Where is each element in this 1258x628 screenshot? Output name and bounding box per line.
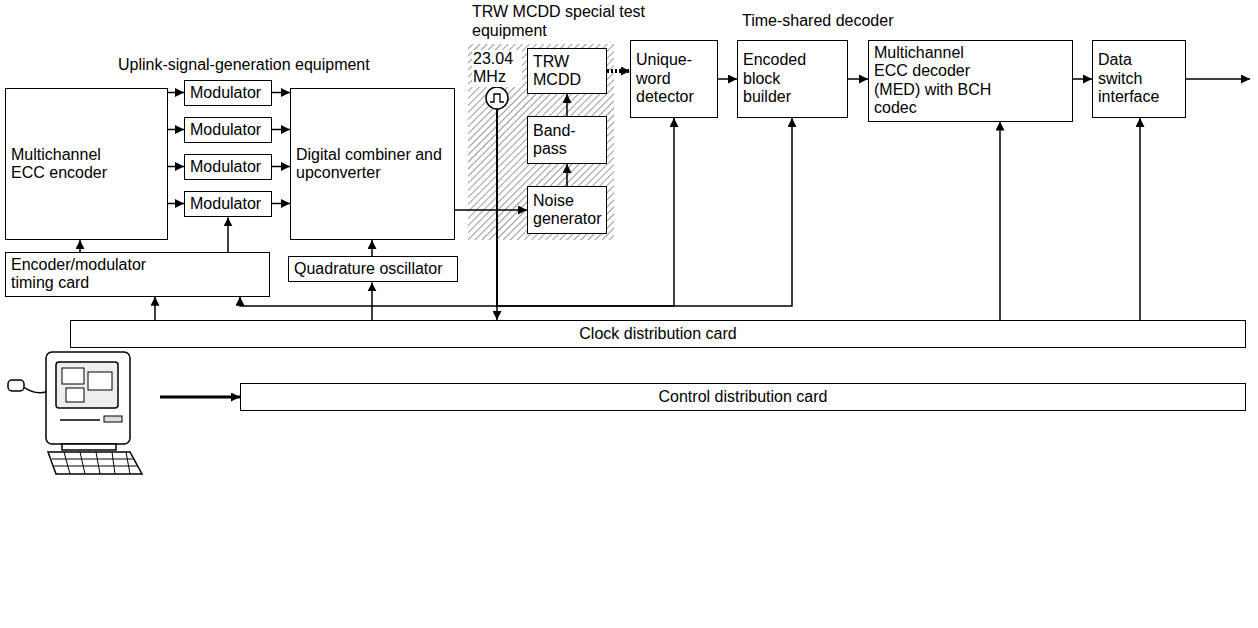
box-label: Encoded block builder [743,51,818,106]
process-box: Modulator [184,191,272,217]
process-box: Modulator [184,154,272,180]
signal-arrow [566,94,568,116]
signal-arrow [718,78,737,80]
process-box: Modulator [184,117,272,143]
box-label: Band-pass [533,122,601,159]
signal-arrow [848,78,868,80]
control-arrow [160,396,240,399]
box-label: Quadrature oscillator [294,260,443,278]
signal-arrow [371,240,373,256]
box-label: Clock distribution card [579,325,736,343]
signal-arrow [272,92,290,94]
signal-arrow [497,108,792,306]
box-label: Multichannel ECC encoder [11,146,121,183]
process-box: Encoder/modulator timing card [5,252,270,297]
signal-arrow [566,164,568,186]
distribution-card: Clock distribution card [70,320,1246,348]
output-arrow [1186,78,1250,80]
signal-arrow [168,129,184,131]
signal-arrow [497,108,674,306]
box-label: Noise generator [533,192,601,229]
signal-arrow [154,297,156,320]
signal-arrow [168,203,184,205]
test-equipment-region: TRW MCDD special test equipment23.04 MHz… [468,44,614,240]
box-label: 23.04 MHz [472,50,522,87]
computer-icon [8,352,142,474]
box-label: Digital combiner and upconverter [296,146,446,183]
cable-arrow [607,69,630,73]
signal-arrow [272,166,290,168]
signal-arrow [168,92,184,94]
process-box: Modulator [184,80,272,106]
signal-arrow [999,122,1001,320]
process-box: Encoded block builder [737,40,848,118]
box-label: Data switch interface [1098,51,1168,106]
signal-arrow [1073,78,1092,80]
box-label: Unique-word detector [636,51,712,106]
group-heading: TRW MCDD special test equipment [472,3,657,40]
box-label: TRW MCDD [533,53,601,90]
box-label: Modulator [190,121,261,139]
process-box: Quadrature oscillator [288,256,458,282]
process-box: Data switch interface [1092,40,1186,118]
signal-arrow [168,166,184,168]
signal-arrow [272,129,290,131]
signal-arrow [227,217,229,252]
group-label: Uplink-signal-generation equipment [118,56,370,74]
process-box: Multichannel ECC decoder (MED) with BCH … [868,40,1073,122]
process-box: Multichannel ECC encoder [5,88,168,240]
box-label: Multichannel ECC decoder (MED) with BCH … [874,44,999,118]
signal-arrow [79,240,81,252]
process-box: Digital combiner and upconverter [290,88,455,240]
oscillator-symbol [472,86,522,112]
process-box: Unique-word detector [630,40,718,118]
oscillator: 23.04 MHz [472,50,522,108]
box-label: Modulator [190,84,261,102]
box-label: Modulator [190,195,261,213]
box-label: Modulator [190,158,261,176]
signal-arrow [455,209,527,211]
group-label: Time-shared decoder [742,12,893,30]
process-box: TRW MCDD [527,48,607,94]
distribution-card: Control distribution card [240,383,1246,411]
signal-arrow [1139,118,1141,320]
signal-arrow [272,203,290,205]
signal-arrow [371,282,373,320]
process-box: Noise generator [527,186,607,234]
process-box: Band-pass [527,116,607,164]
box-label: Encoder/modulator timing card [11,256,171,293]
box-label: Control distribution card [659,388,828,406]
